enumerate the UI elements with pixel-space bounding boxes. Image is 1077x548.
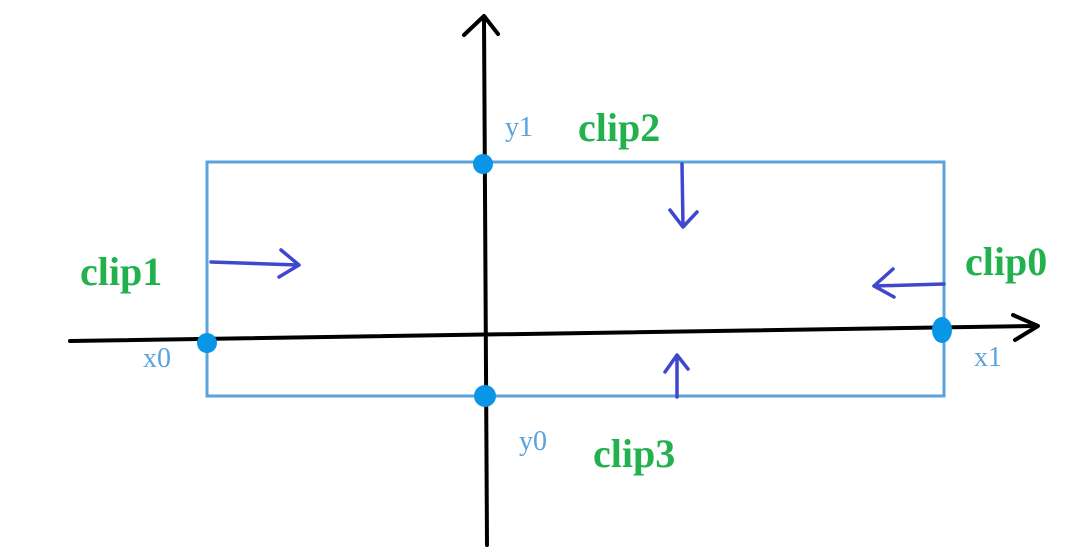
point-x0 <box>197 333 217 353</box>
x-axis <box>68 324 1038 343</box>
x-axis-arrowhead <box>1011 313 1040 342</box>
point-y0 <box>474 385 496 407</box>
clip1-label: clip1 <box>80 249 162 294</box>
point-x1 <box>932 317 952 343</box>
clip1-arrow <box>209 248 301 279</box>
y0-label: y0 <box>519 426 547 457</box>
y-axis-arrowhead <box>462 14 500 37</box>
clip3-arrow <box>663 353 690 399</box>
clip0-label: clip0 <box>965 239 1047 284</box>
x1-label: x1 <box>974 342 1002 373</box>
point-y1 <box>473 154 493 174</box>
x0-label: x0 <box>143 343 171 374</box>
clip2-label: clip2 <box>578 105 660 150</box>
clip2-arrow <box>668 162 699 229</box>
y-axis <box>482 16 489 547</box>
clip-rectangle <box>205 160 946 398</box>
y1-label: y1 <box>505 112 533 143</box>
clip3-label: clip3 <box>593 431 675 476</box>
clip0-arrow <box>872 267 946 299</box>
